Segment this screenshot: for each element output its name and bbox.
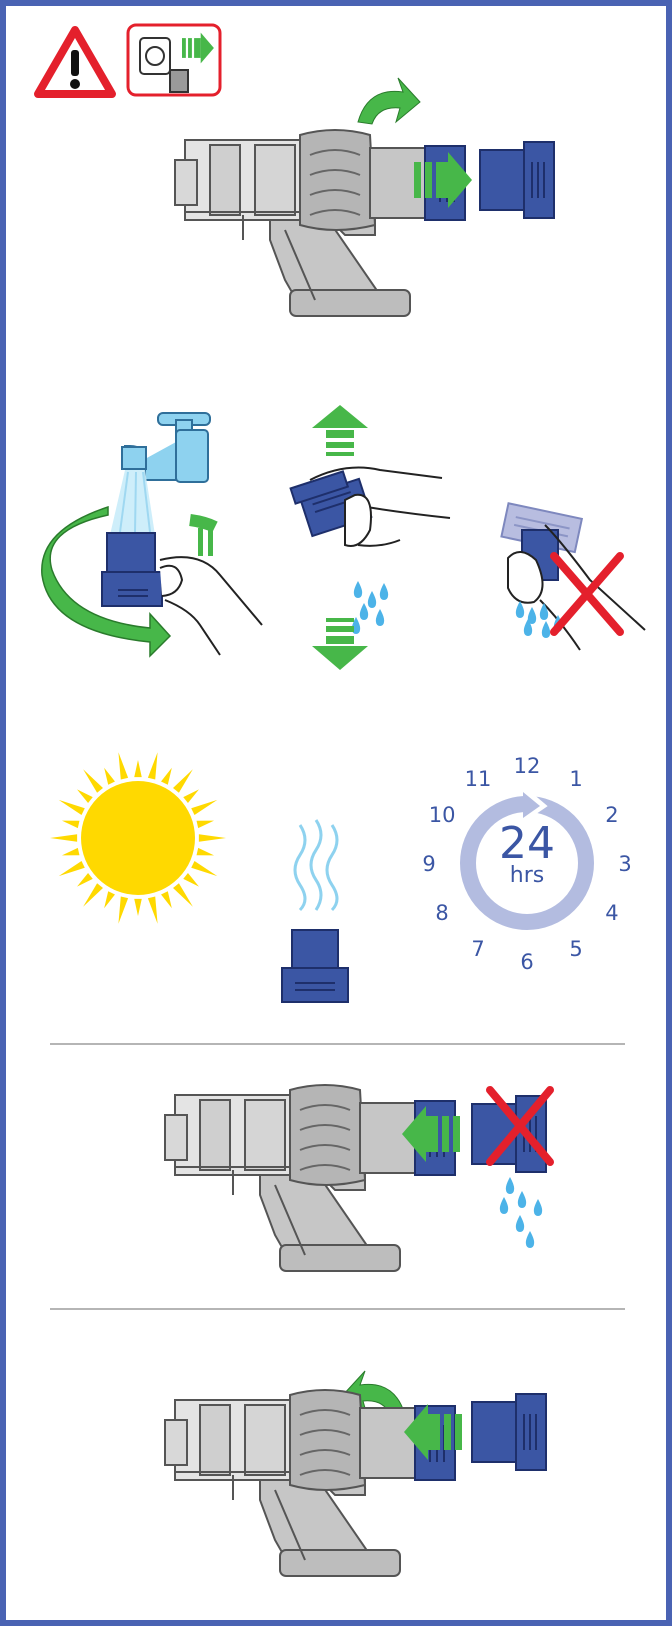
heat-waves-icon	[295, 820, 337, 910]
clock-number: 5	[569, 937, 582, 961]
filter-icon	[472, 1394, 546, 1470]
sun-disc	[81, 781, 195, 895]
clock-number: 9	[422, 852, 435, 876]
sun-ray	[118, 752, 128, 779]
sun-ray	[62, 848, 80, 855]
sun-ray	[161, 891, 172, 908]
sun-ray	[134, 899, 142, 916]
sun-icon	[50, 752, 226, 924]
vacuum-icon	[165, 1390, 455, 1576]
sun-ray	[173, 769, 193, 793]
unplug-icon	[128, 25, 220, 95]
sun-ray	[199, 834, 226, 842]
clock-number: 6	[520, 950, 533, 974]
drying-filter-icon	[282, 930, 348, 1002]
shake-up-arrow-icon	[312, 405, 368, 456]
sun-ray	[104, 768, 115, 785]
clock-number: 8	[435, 901, 448, 925]
sun-ray	[62, 821, 80, 828]
sun-ray	[104, 891, 115, 908]
sun-ray	[148, 752, 158, 779]
sun-ray	[50, 834, 77, 842]
filter-icon	[480, 142, 554, 218]
warning-icon	[38, 30, 112, 94]
sun-ray	[59, 800, 85, 815]
sun-ray	[183, 873, 199, 887]
clock-number: 10	[429, 803, 456, 827]
sun-ray	[59, 861, 85, 876]
sun-ray	[173, 883, 193, 907]
cross-icon	[554, 556, 620, 632]
sun-ray	[83, 769, 103, 793]
clock-number: 2	[605, 803, 618, 827]
clock-icon: 12 12 3 45 6 78 9 10 11 24 hrs	[422, 754, 631, 974]
clock-value: 24	[499, 818, 555, 869]
water-drops-icon	[500, 1177, 542, 1248]
clock-number: 4	[605, 901, 618, 925]
vacuum-icon	[175, 130, 465, 316]
sun-ray	[77, 789, 93, 803]
sun-ray	[77, 873, 93, 887]
water-drops-icon	[352, 581, 388, 634]
sun-ray	[118, 897, 128, 924]
twist-arrow-icon	[358, 78, 420, 124]
clock-unit: hrs	[510, 863, 544, 888]
sun-ray	[83, 883, 103, 907]
clock-number: 12	[514, 754, 541, 778]
sun-ray	[197, 848, 215, 855]
vacuum-icon	[165, 1085, 455, 1271]
sun-ray	[183, 789, 199, 803]
clock-number: 3	[618, 852, 631, 876]
sun-ray	[148, 897, 158, 924]
sun-ray	[191, 861, 217, 876]
sun-ray	[134, 760, 142, 777]
clock-number: 1	[569, 767, 582, 791]
sun-ray	[191, 800, 217, 815]
clock-number: 11	[465, 767, 492, 791]
clock-number: 7	[471, 937, 484, 961]
tap-dry-icon	[291, 467, 450, 546]
sun-ray	[161, 768, 172, 785]
sun-ray	[197, 821, 215, 828]
